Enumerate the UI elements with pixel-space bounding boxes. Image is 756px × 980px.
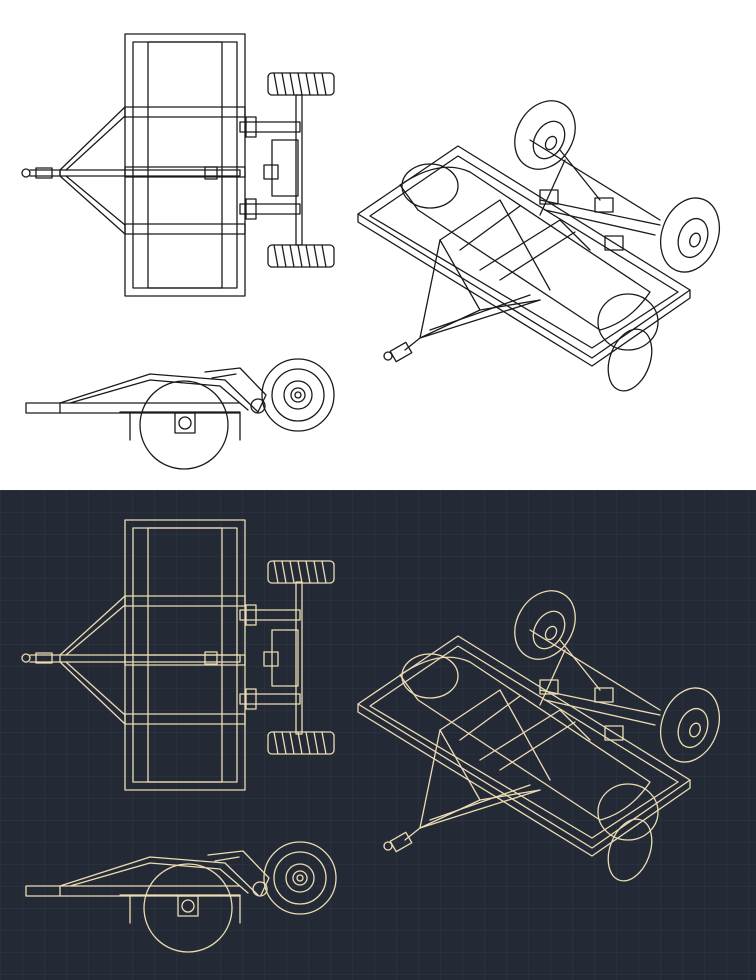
side-view: [25, 841, 337, 953]
tire-icon: [660, 687, 720, 763]
tire-icon: [514, 590, 576, 660]
roller-drum-icon: [143, 863, 233, 953]
hitch-icon: [389, 341, 413, 363]
tire-icon: [267, 731, 335, 755]
grid: [0, 490, 756, 980]
tongue-bar: [59, 169, 241, 177]
tongue-bar: [59, 654, 241, 663]
drawing-light: [21, 33, 720, 470]
tire-icon: [267, 72, 335, 96]
drawing-set: [21, 33, 720, 470]
tire-icon: [267, 560, 335, 584]
tire-icon: [514, 100, 576, 170]
tire-icon: [261, 358, 335, 432]
roller-drum-icon: [399, 166, 651, 331]
hitch-icon: [35, 652, 53, 664]
drawing-dark: [0, 490, 756, 980]
isometric-view: [357, 100, 720, 392]
blueprint-dark-panel: [0, 490, 756, 980]
hitch-icon: [35, 167, 53, 179]
tire-icon: [263, 841, 337, 915]
top-view: [21, 33, 335, 297]
frame-outer: [124, 33, 246, 297]
blueprint-light-panel: [21, 33, 720, 470]
hitch-icon: [25, 402, 61, 414]
hitch-icon: [389, 831, 413, 853]
tire-icon: [660, 197, 720, 273]
side-view: [25, 358, 335, 470]
roller-drum-icon: [399, 656, 651, 821]
drawing-set: [21, 519, 720, 953]
frame-rails: [147, 41, 223, 289]
top-view: [21, 519, 335, 791]
roller-drum-icon: [139, 380, 229, 470]
isometric-view: [357, 590, 720, 882]
tire-icon: [267, 244, 335, 268]
